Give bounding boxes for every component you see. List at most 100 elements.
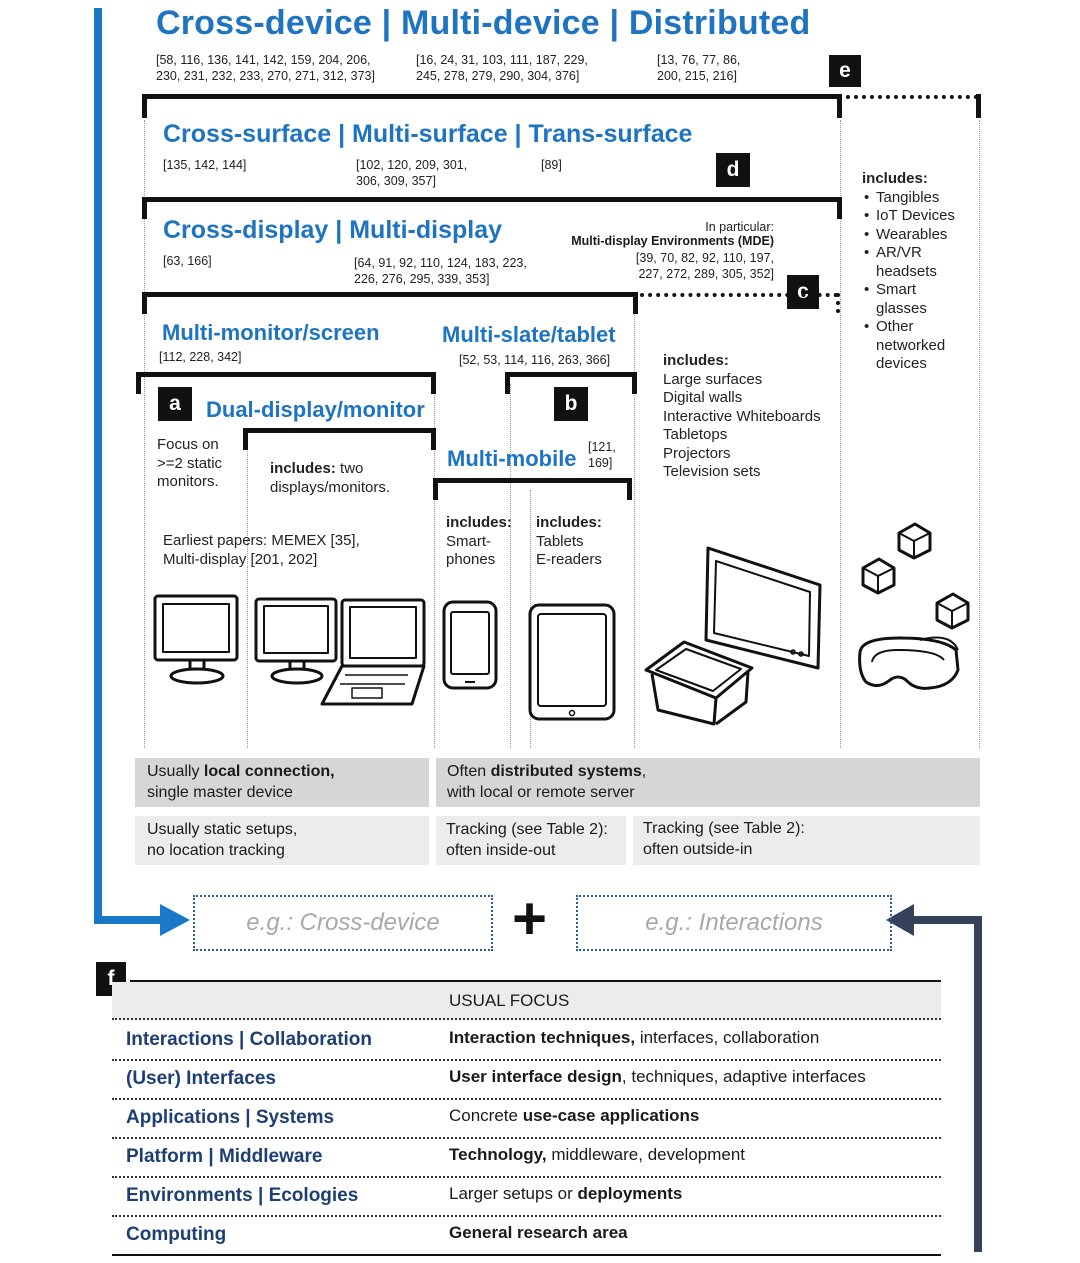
- monitor-icon: [153, 594, 239, 685]
- right-dark-arrow-line: [906, 916, 982, 1252]
- refs-distributed: [13, 76, 77, 86, 200, 215, 216]: [657, 53, 741, 83]
- dual-includes-label: includes:: [270, 460, 336, 477]
- bracket-a-left-tick: [136, 372, 141, 394]
- guide-line: [634, 300, 635, 748]
- table-top-rule: [130, 980, 941, 982]
- tangible-cube-icon: [861, 557, 896, 595]
- guide-line: [510, 384, 511, 748]
- refs-multi-device: [16, 24, 31, 103, 111, 187, 229, 245, 27…: [416, 53, 588, 83]
- refs-cross-device: [58, 116, 136, 141, 142, 159, 204, 206, …: [156, 53, 375, 83]
- right-col-list: includes: Tangibles IoT Devices Wearable…: [862, 170, 977, 374]
- mde-col-items: Large surfaces Digital walls Interactive…: [663, 370, 821, 481]
- table-row-label: Applications | Systems: [126, 1107, 335, 1128]
- mde-col-list: includes: Large surfaces Digital walls I…: [663, 352, 821, 482]
- surface-title: Cross-surface | Multi-surface | Trans-su…: [163, 120, 693, 148]
- guide-line: [434, 380, 435, 748]
- bracket-c-dotted-tick: [836, 293, 840, 313]
- bracket-dual-inner: [243, 428, 436, 433]
- plus-sign: +: [512, 885, 548, 952]
- table-row-focus: Larger setups or deployments: [449, 1184, 683, 1203]
- refs-cross-display: [63, 166]: [163, 254, 212, 268]
- device-illustrations: [153, 522, 970, 726]
- note-local-post: single master device: [147, 784, 293, 801]
- guide-line: [840, 120, 841, 748]
- refs-multi-display: [64, 91, 92, 110, 124, 183, 223, 226, 27…: [354, 256, 527, 286]
- monitor-refs: [112, 228, 342]: [159, 350, 242, 364]
- table-header-label: USUAL FOCUS: [449, 991, 570, 1010]
- main-title: Cross-device | Multi-device | Distribute…: [156, 4, 811, 42]
- display-title: Cross-display | Multi-display: [163, 216, 503, 244]
- refs-multi-surface: [102, 120, 209, 301, 306, 309, 357]: [356, 158, 468, 188]
- note-distributed: Often distributed systems, with local or…: [436, 758, 980, 807]
- table-row-focus: Technology, middleware, development: [449, 1145, 746, 1164]
- table-row: Environments | Ecologies Larger setups o…: [112, 1176, 941, 1217]
- bracket-c-left-tick: [142, 292, 147, 314]
- table-row: Applications | Systems Concrete use-case…: [112, 1098, 941, 1139]
- large-display-icon: [704, 546, 822, 670]
- phones-text: Smart- phones: [446, 532, 496, 569]
- bracket-dual-inner-left-tick: [243, 428, 248, 450]
- mobile-tablets: includes: Tablets E-readers: [536, 514, 602, 570]
- note-dist-post: with local or remote server: [447, 784, 635, 801]
- right-dark-arrow-head: [886, 904, 914, 936]
- bracket-e-dotted: [846, 95, 978, 99]
- monitor-title: Multi-monitor/screen: [162, 320, 380, 345]
- right-col-includes-label: includes:: [862, 170, 928, 187]
- left-blue-arrow-line: [94, 8, 168, 924]
- table-row-label: Interactions | Collaboration: [126, 1029, 373, 1050]
- table-row: (User) Interfaces User interface design,…: [112, 1059, 941, 1100]
- guide-line: [144, 120, 145, 748]
- bracket-a: [136, 372, 436, 377]
- tablets-includes-label: includes:: [536, 514, 602, 531]
- list-item: Smart glasses: [862, 281, 977, 318]
- table-row-focus: Interaction techniques, interfaces, coll…: [449, 1028, 820, 1047]
- table-row-focus: Concrete use-case applications: [449, 1106, 700, 1125]
- slate-refs: [52, 53, 114, 116, 263, 366]: [459, 353, 611, 367]
- bracket-b-left-tick: [505, 372, 510, 394]
- table-row-label: Computing: [126, 1224, 227, 1245]
- table-row-label: Platform | Middleware: [126, 1146, 323, 1167]
- mde-pre: In particular:: [705, 220, 774, 234]
- table-row-focus: User interface design, techniques, adapt…: [449, 1067, 866, 1086]
- badge-d: d: [716, 153, 750, 187]
- mde-title: Multi-display Environments (MDE): [571, 234, 774, 248]
- phones-includes-label: includes:: [446, 514, 512, 531]
- bracket-c-mid-tick: [633, 292, 638, 314]
- table-row-focus: General research area: [449, 1223, 628, 1242]
- note-dist-pre: Often: [447, 763, 491, 780]
- dual-title: Dual-display/monitor: [206, 397, 425, 422]
- table-row: Interactions | Collaboration Interaction…: [112, 1020, 941, 1061]
- table-row-label: (User) Interfaces: [126, 1068, 276, 1089]
- bracket-mobile: [433, 478, 632, 483]
- dual-includes: includes: two displays/monitors.: [270, 460, 390, 497]
- bracket-a-right-tick: [431, 372, 436, 394]
- tablets-text: Tablets E-readers: [536, 532, 602, 569]
- badge-e: e: [829, 55, 861, 87]
- refs-trans-surface: [89]: [541, 158, 562, 172]
- monitor-icon: [254, 597, 338, 685]
- bracket-mobile-left-tick: [433, 478, 438, 500]
- example-cross-device-box: e.g.: Cross-device: [193, 895, 493, 951]
- list-item: Other networked devices: [862, 318, 977, 374]
- mobile-title: Multi-mobile: [447, 446, 577, 471]
- mobile-phones: includes: Smart- phones: [446, 514, 512, 570]
- tabletop-icon: [644, 640, 754, 726]
- badge-c: c: [787, 275, 819, 309]
- bracket-e-left-tick: [142, 94, 147, 118]
- example-interactions-box: e.g.: Interactions: [576, 895, 892, 951]
- left-blue-arrow-head: [160, 904, 190, 936]
- badge-a: a: [158, 387, 192, 421]
- slate-title: Multi-slate/tablet: [442, 322, 616, 347]
- bracket-c-solid: [142, 292, 638, 297]
- bracket-d-left-tick: [142, 197, 147, 219]
- mde-col-includes-label: includes:: [663, 352, 729, 369]
- note-tracking-outside-in: Tracking (see Table 2): often outside-in: [633, 816, 980, 865]
- table-row: Computing General research area: [112, 1215, 941, 1256]
- bracket-dual-inner-right-tick: [431, 428, 436, 450]
- bracket-e-right-tick: [976, 94, 981, 118]
- mobile-refs: [121, 169]: [588, 440, 616, 470]
- mde-refs: [39, 70, 82, 92, 110, 197, 227, 272, 289…: [635, 251, 774, 281]
- dual-focus: Focus on >=2 static monitors.: [157, 436, 223, 490]
- note-local-pre: Usually: [147, 763, 204, 780]
